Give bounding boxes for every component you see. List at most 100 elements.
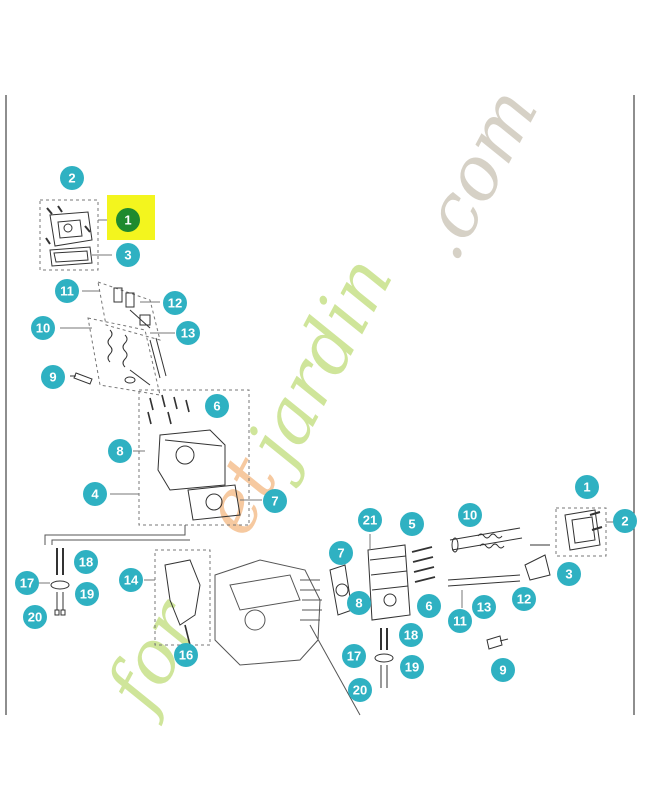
callout-label: 13 [477, 600, 491, 615]
callout-8b[interactable]: 8 [347, 591, 371, 615]
callout-6[interactable]: 6 [205, 394, 229, 418]
callout-1[interactable]: 1 [116, 208, 140, 232]
cover-gasket-inner [53, 250, 89, 263]
callout-circle [348, 678, 372, 702]
callout-label: 9 [49, 370, 56, 385]
callout-circle [613, 509, 637, 533]
callout-circle [448, 609, 472, 633]
callout-circle [347, 591, 371, 615]
callout-10[interactable]: 10 [31, 316, 55, 340]
callout-label: 2 [68, 171, 75, 186]
callout-circle [205, 394, 229, 418]
callout-1b[interactable]: 1 [575, 475, 599, 499]
callout-16[interactable]: 16 [174, 643, 198, 667]
callout-3[interactable]: 3 [116, 243, 140, 267]
valve-spring-a [107, 329, 113, 363]
callout-label: 11 [60, 284, 74, 299]
callout-label: 6 [425, 599, 432, 614]
callout-18b[interactable]: 18 [399, 623, 423, 647]
callout-label: 17 [20, 576, 34, 591]
callout-4[interactable]: 4 [83, 482, 107, 506]
valve-cover-cap [63, 223, 73, 233]
callout-11[interactable]: 11 [55, 279, 79, 303]
callout-13b[interactable]: 13 [472, 595, 496, 619]
callout-circle [108, 439, 132, 463]
callout-label: 1 [583, 480, 590, 495]
callout-17b[interactable]: 17 [342, 644, 366, 668]
callout-circle [458, 503, 482, 527]
callout-label: 21 [363, 513, 377, 528]
callout-circle [55, 279, 79, 303]
callout-label: 10 [463, 508, 477, 523]
callout-6b[interactable]: 6 [417, 594, 441, 618]
callout-label: 8 [355, 596, 362, 611]
head-right-port [383, 593, 397, 607]
callout-5[interactable]: 5 [400, 512, 424, 536]
callout-label: 7 [337, 546, 344, 561]
head-right-rib-b [370, 570, 408, 576]
head-bolts [147, 394, 190, 425]
callout-20b[interactable]: 20 [348, 678, 372, 702]
screw-c [45, 237, 51, 245]
callout-3b[interactable]: 3 [557, 562, 581, 586]
callout-12[interactable]: 12 [163, 291, 187, 315]
callout-circle [176, 321, 200, 345]
cylinder-head-right [367, 544, 411, 621]
group-4-box [138, 389, 250, 526]
valve-cover-inner [57, 219, 83, 239]
valve-cover-part [49, 211, 93, 247]
callout-13[interactable]: 13 [176, 321, 200, 345]
callout-circle [119, 568, 143, 592]
callout-label: 9 [499, 663, 506, 678]
callout-9[interactable]: 9 [41, 365, 65, 389]
callout-7[interactable]: 7 [263, 489, 287, 513]
callout-19b[interactable]: 19 [400, 655, 424, 679]
spark-plug-part [73, 372, 93, 385]
group-1-box [39, 199, 99, 271]
callout-12b[interactable]: 12 [512, 587, 536, 611]
callout-19[interactable]: 19 [75, 582, 99, 606]
callout-label: 4 [91, 487, 99, 502]
callout-14[interactable]: 14 [119, 568, 143, 592]
callout-label: 12 [517, 592, 531, 607]
callout-18[interactable]: 18 [74, 550, 98, 574]
callout-label: 3 [565, 567, 572, 582]
head-gasket-right-bore [335, 583, 349, 597]
callout-circle [263, 489, 287, 513]
callout-2[interactable]: 2 [60, 166, 84, 190]
pushrod-right-b [447, 580, 521, 587]
callout-2b[interactable]: 2 [613, 509, 637, 533]
stud-group [50, 548, 70, 616]
head-gasket-bore [205, 493, 223, 511]
connector-line-a [44, 525, 186, 545]
callout-circle [329, 541, 353, 565]
group-11-box [97, 281, 161, 341]
pushrod-plate [139, 314, 151, 326]
left-assembly [37, 199, 361, 716]
callout-11b[interactable]: 11 [448, 609, 472, 633]
connector-line-b [51, 539, 190, 545]
callout-7b[interactable]: 7 [329, 541, 353, 565]
callout-8[interactable]: 8 [108, 439, 132, 463]
watermark-for: for [88, 584, 219, 728]
callout-21[interactable]: 21 [358, 508, 382, 532]
pushrod-b [155, 337, 167, 377]
callout-20[interactable]: 20 [23, 605, 47, 629]
head-right-rib-a [369, 555, 407, 561]
group-1-right-box [555, 507, 607, 557]
engine-block [214, 559, 361, 716]
callout-label: 8 [116, 444, 123, 459]
valve-spring-b [122, 334, 128, 368]
callout-label: 18 [404, 628, 418, 643]
cylinder-head-port [175, 445, 195, 465]
callout-9b[interactable]: 9 [491, 658, 515, 682]
callout-circle [400, 512, 424, 536]
callout-10b[interactable]: 10 [458, 503, 482, 527]
screw-a [46, 207, 53, 215]
screw-right-a [589, 511, 601, 516]
callout-17[interactable]: 17 [15, 571, 39, 595]
watermark: for et jardin .com [88, 74, 556, 727]
cover-gasket-part [49, 246, 93, 267]
callout-circle [15, 571, 39, 595]
